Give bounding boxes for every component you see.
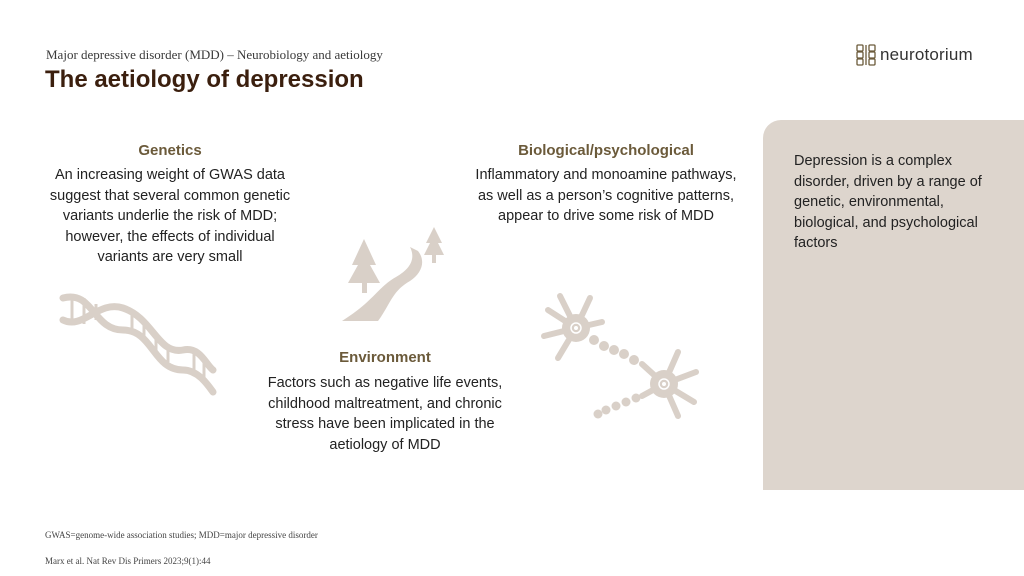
environment-heading: Environment [339, 349, 431, 366]
genetics-heading: Genetics [138, 142, 202, 159]
road-trees-icon [342, 227, 444, 321]
logo-text: neurotorium [880, 45, 973, 64]
slide-subtitle: Major depressive disorder (MDD) – Neurob… [46, 47, 383, 62]
logo: neurotorium [856, 44, 973, 66]
summary-text: Depression is a complex disorder, driven… [794, 153, 982, 251]
neurotorium-logo-icon [856, 44, 876, 66]
biological-heading: Biological/psychological [518, 142, 694, 159]
abbreviations-footnote: GWAS=genome-wide association studies; MD… [45, 530, 318, 540]
genetics-body: An increasing weight of GWAS data sugges… [49, 167, 291, 265]
neurons-icon [541, 293, 699, 419]
biological-body: Inflammatory and monoamine pathways, as … [475, 167, 737, 224]
environment-body: Factors such as negative life events, ch… [267, 375, 503, 453]
dna-icon [59, 293, 217, 396]
summary-panel: Depression is a complex disorder, driven… [763, 120, 1024, 490]
reference-footnote: Marx et al. Nat Rev Dis Primers 2023;9(1… [45, 556, 211, 566]
slide-title: The aetiology of depression [45, 66, 364, 93]
